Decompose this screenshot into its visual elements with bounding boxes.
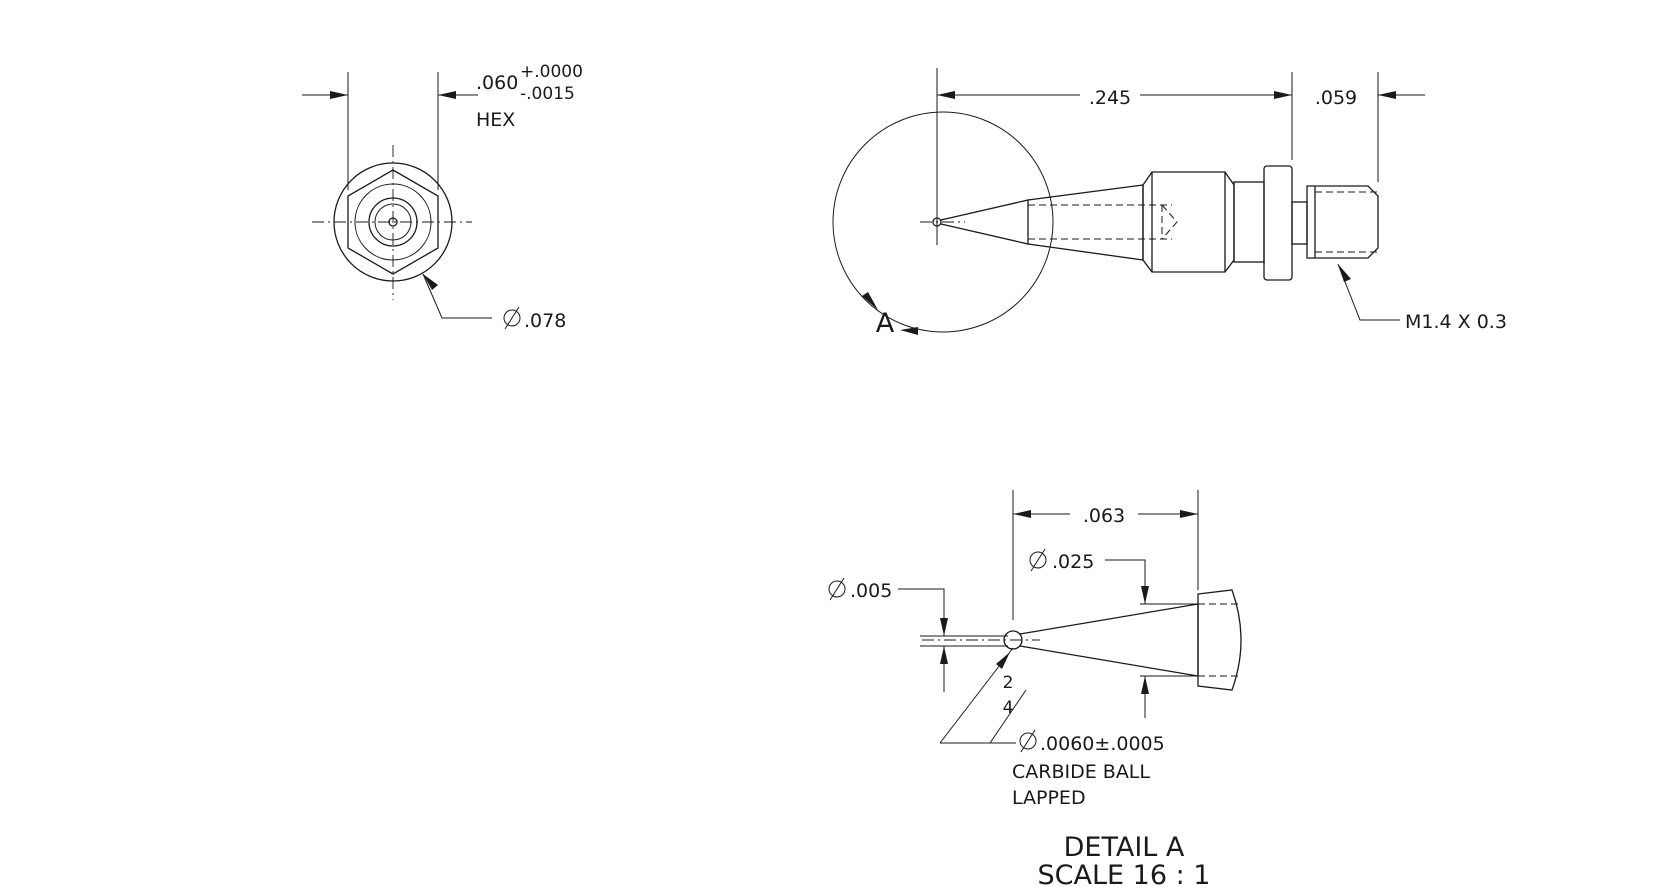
bore-dia-label: .078 (524, 310, 566, 332)
ball-dia-label: .0060±.0005 (1040, 733, 1165, 755)
surface-finish-bottom: 4 (1003, 698, 1014, 718)
detail-a-view: .063 .025 (828, 490, 1242, 889)
tip-len-dim-label: .063 (1083, 505, 1125, 527)
diameter-symbol-icon (1029, 548, 1047, 572)
diameter-symbol-icon (828, 577, 846, 601)
thread-len-dim-label: .059 (1315, 87, 1357, 109)
side-view: .245 .059 M1.4 X 0.3 A (832, 68, 1507, 339)
ball-leader: 2 4 (939, 647, 1027, 744)
tip-length-dimension: .063 (1012, 490, 1199, 620)
thread-length-dimension: .059 (1315, 72, 1425, 182)
detail-a-marker: A (862, 292, 918, 339)
hex-size-label: .060 (476, 72, 518, 94)
detail-circle (832, 111, 1054, 333)
detail-scale: SCALE 16 : 1 (1038, 860, 1211, 889)
detail-title: DETAIL A (1064, 832, 1185, 863)
ball-note: .0060±.0005 CARBIDE BALL LAPPED (1012, 729, 1165, 809)
tip-diameter-dimension: .005 (828, 577, 1008, 692)
thread-callout-label: M1.4 X 0.3 (1405, 311, 1507, 333)
diameter-symbol-icon (1019, 729, 1037, 753)
tip-dia-label: .005 (850, 580, 892, 602)
thread-callout: M1.4 X 0.3 (1337, 263, 1507, 333)
hex-tol-plus-label: +.0000 (520, 62, 583, 82)
length-dim-label: .245 (1089, 87, 1131, 109)
detail-ref-label: A (876, 308, 895, 339)
hex-label: HEX (476, 109, 515, 131)
end-view: .060 +.0000 -.0015 HEX .078 (302, 62, 583, 332)
surface-finish-top: 2 (1003, 673, 1014, 693)
base-diameter-dimension: .025 (1029, 548, 1200, 718)
bore-diameter-leader: .078 (422, 273, 566, 332)
hex-tol-minus-label: -.0015 (520, 84, 575, 104)
base-dia-label: .025 (1052, 551, 1094, 573)
hex-width-dimension: .060 +.0000 -.0015 HEX (302, 62, 583, 190)
ball-note-2: LAPPED (1012, 787, 1086, 809)
length-dimension: .245 (937, 72, 1293, 160)
diameter-symbol-icon (503, 306, 521, 330)
ball-note-1: CARBIDE BALL (1012, 761, 1150, 783)
